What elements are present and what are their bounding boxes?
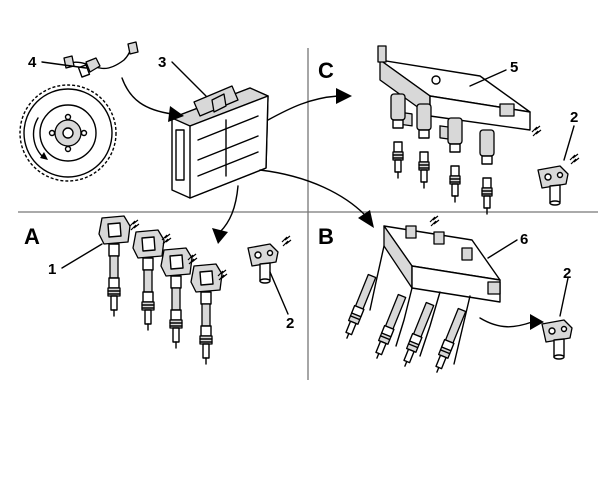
coil-pack-b	[341, 215, 501, 375]
callout-5: 5	[510, 59, 518, 76]
callout-3: 3	[158, 54, 166, 71]
callout-2-a: 2	[286, 315, 294, 332]
leader-lines	[41, 61, 575, 317]
callout-2-c: 2	[570, 109, 578, 126]
cam-sensor-a	[247, 235, 292, 284]
panel-dividers	[18, 48, 598, 380]
callout-4: 4	[28, 54, 37, 71]
ecu-connection-arrows	[121, 77, 374, 244]
panel-label-c: C	[318, 58, 334, 83]
coil-rail-c	[377, 45, 542, 215]
crankshaft-sensor	[63, 41, 139, 78]
panel-label-a: A	[24, 224, 40, 249]
ecu	[171, 85, 269, 199]
cam-sensor-c	[537, 153, 580, 206]
individual-coils-a	[98, 215, 228, 365]
callout-1: 1	[48, 261, 56, 278]
panel-label-b: B	[318, 224, 334, 249]
flywheel	[19, 84, 117, 182]
cam-sensor-b	[479, 314, 573, 360]
callout-6: 6	[520, 231, 528, 248]
callout-2-b: 2	[563, 265, 571, 282]
